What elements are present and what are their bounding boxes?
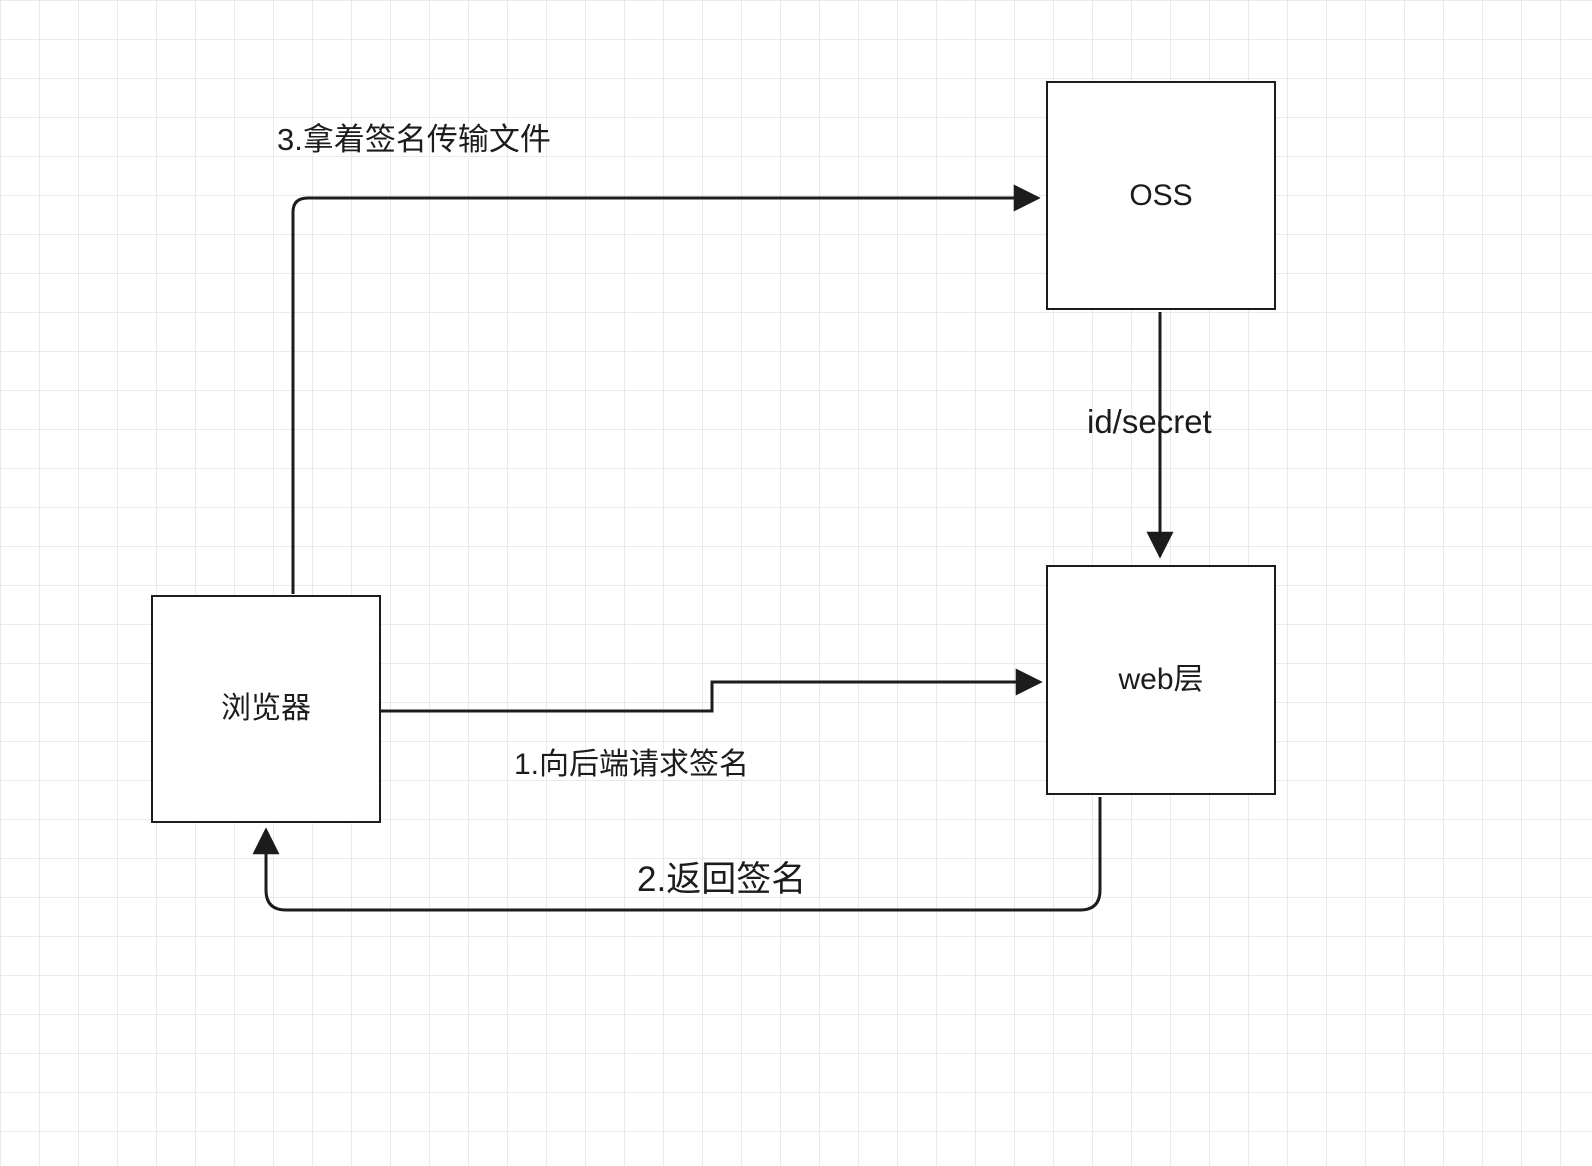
edge-label-upload-with-signature: 3.拿着签名传输文件 [277, 122, 551, 157]
arrow-browser-to-oss [291, 184, 1041, 594]
node-oss-label: OSS [1129, 178, 1193, 212]
node-web-layer-label: web层 [1118, 663, 1204, 696]
edge-label-id-secret: id/secret [1087, 403, 1212, 440]
edge-label-request-signature: 1.向后端请求签名 [514, 748, 750, 781]
node-browser: 浏览器 [151, 595, 381, 823]
edge-label-return-signature: 2.返回签名 [637, 860, 807, 899]
arrow-browser-to-web [381, 668, 1043, 713]
node-browser-label: 浏览器 [221, 692, 311, 725]
node-web-layer: web层 [1046, 565, 1276, 795]
node-oss: OSS [1046, 81, 1276, 310]
